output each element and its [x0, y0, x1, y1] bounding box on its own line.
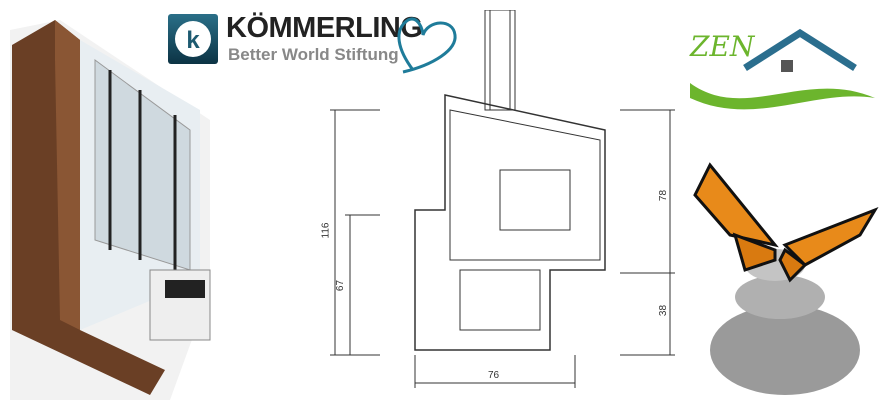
- dim-38: 38: [658, 304, 670, 317]
- window-profile-image: [10, 20, 211, 400]
- dim-116: 116: [320, 222, 332, 239]
- brand-name: KÖMMERLING: [226, 12, 423, 44]
- cross-section-drawing: [330, 10, 675, 388]
- kommerling-logo: k KÖMMERLING Better World Stiftung: [168, 12, 458, 74]
- dim-76: 76: [488, 370, 500, 381]
- kommerling-emblem-icon: k: [168, 14, 218, 64]
- dim-67: 67: [335, 279, 347, 292]
- butterfly-on-stones-image: [693, 162, 879, 395]
- zen-logo-text: ZEN: [690, 30, 755, 63]
- svg-text:k: k: [186, 27, 200, 54]
- dim-78: 78: [658, 189, 670, 202]
- zen-house-logo: [690, 28, 875, 110]
- brand-subtitle: Better World Stiftung: [228, 45, 399, 64]
- heart-icon: [397, 17, 457, 74]
